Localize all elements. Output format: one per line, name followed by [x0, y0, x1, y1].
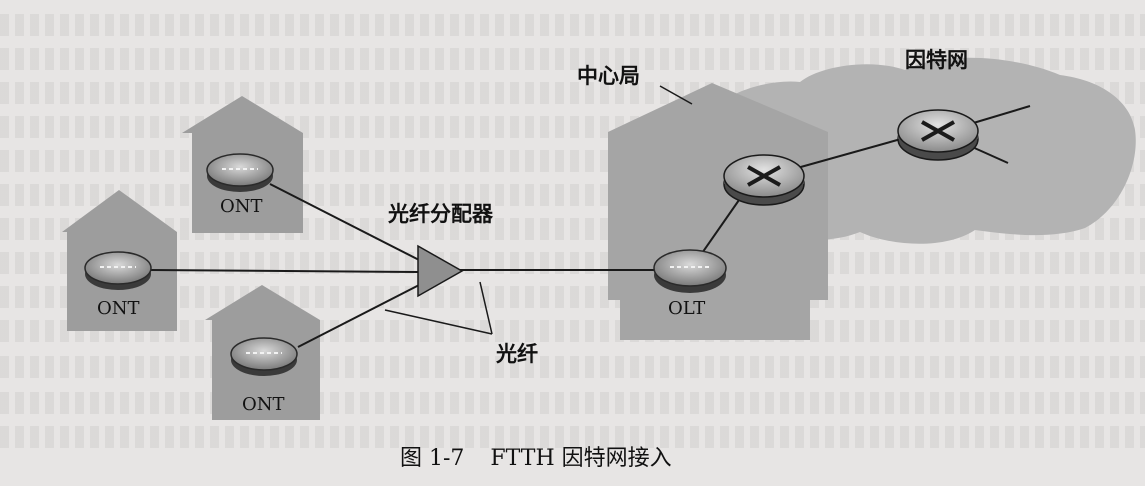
olt-device-icon: [653, 249, 727, 293]
central-office-label: 中心局: [577, 64, 640, 88]
internet-label: 因特网: [905, 48, 968, 72]
fiber-callout-line-2: [479, 281, 493, 335]
link-router-out-2: [969, 145, 1009, 164]
ont-label-left: ONT: [97, 298, 140, 319]
background-texture: [0, 426, 1145, 448]
background-texture: [0, 14, 1145, 36]
figure-number: 图 1-7: [400, 446, 465, 471]
ont-device-icon: [206, 153, 274, 192]
fiber-link-bottom: [297, 282, 424, 348]
splitter-label: 光纤分配器: [388, 202, 493, 226]
link-router-out-1: [969, 105, 1031, 125]
ont-label-bottom: ONT: [242, 394, 285, 415]
ont-device-icon: [230, 337, 298, 376]
router-icon: [723, 154, 805, 206]
fiber-link-top: [269, 183, 424, 263]
figure-caption: 图 1-7 FTTH 因特网接入: [400, 448, 698, 470]
fiber-link-left: [149, 269, 419, 273]
optical-splitter-icon: [417, 244, 464, 298]
router-icon: [897, 109, 979, 161]
background-texture: [0, 252, 1145, 274]
figure-title: FTTH 因特网接入: [490, 446, 672, 471]
central-office-building: [608, 83, 828, 340]
ont-device-icon: [84, 251, 152, 290]
fiber-callout-line-1: [384, 309, 493, 335]
central-office-callout-line: [659, 85, 693, 105]
olt-label: OLT: [668, 298, 706, 319]
ont-label-top: ONT: [220, 196, 263, 217]
fiber-label: 光纤: [496, 342, 538, 366]
link-router-router: [789, 136, 909, 171]
link-olt-router: [699, 189, 747, 257]
